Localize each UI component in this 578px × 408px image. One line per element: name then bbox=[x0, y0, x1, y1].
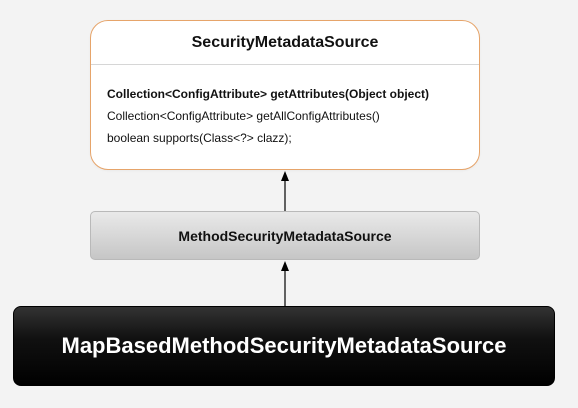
method-get-all-config-attributes: Collection<ConfigAttribute> getAllConfig… bbox=[107, 109, 380, 123]
interface-divider bbox=[91, 64, 479, 65]
interface-title: SecurityMetadataSource bbox=[191, 34, 379, 51]
arrowhead-interface bbox=[281, 171, 289, 181]
bottom-class-title: MapBasedMethodSecurityMetadataSource bbox=[61, 333, 507, 358]
interface-method-list: Collection<ConfigAttribute> getAttribute… bbox=[107, 83, 429, 149]
middle-class-title: MethodSecurityMetadataSource bbox=[178, 227, 392, 244]
method-get-attributes: Collection<ConfigAttribute> getAttribute… bbox=[107, 87, 430, 101]
interface-box: SecurityMetadataSource Collection<Config… bbox=[90, 20, 480, 170]
method-supports: boolean supports(Class<?> clazz); bbox=[107, 131, 292, 145]
middle-class-box: MethodSecurityMetadataSource bbox=[90, 211, 480, 260]
arrowhead-middle bbox=[281, 261, 289, 271]
bottom-class-box: MapBasedMethodSecurityMetadataSource bbox=[13, 306, 555, 386]
